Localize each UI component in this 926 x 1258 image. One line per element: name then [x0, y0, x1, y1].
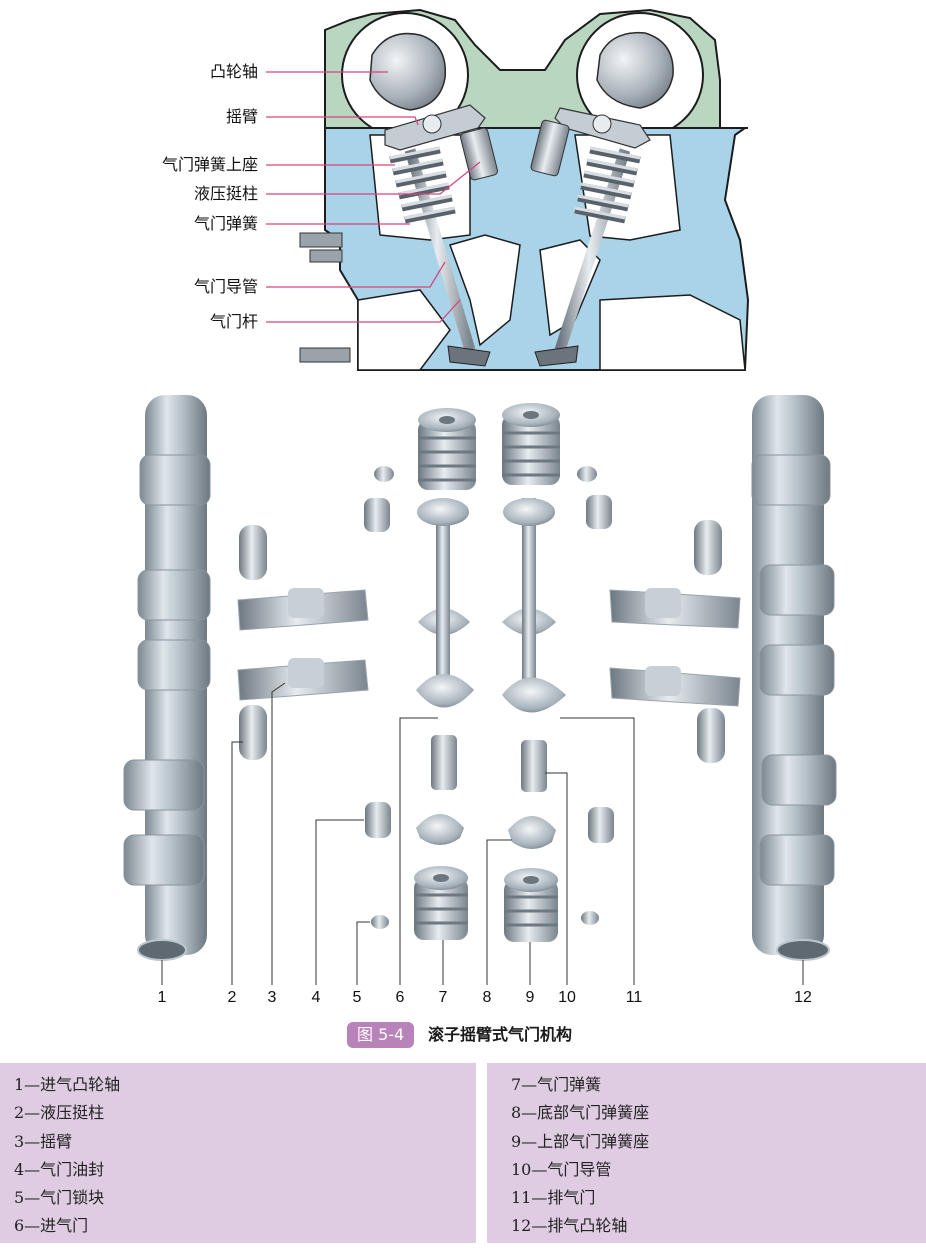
callout-lines	[266, 71, 481, 323]
valve-lock-left	[371, 915, 389, 929]
callout-upper-spring-seat: 气门弹簧上座	[161, 155, 258, 174]
part-number: 3	[267, 989, 277, 1006]
legend-item: 10—气门导管	[511, 1159, 612, 1179]
valve-guides	[431, 735, 547, 792]
intake-cam	[369, 32, 447, 111]
rocker-arms	[237, 588, 741, 707]
legend-item: 1—进气凸轮轴	[14, 1075, 121, 1094]
part-leader-lines	[161, 682, 804, 985]
cylinder-head-cross-section: 凸轮轴 摇臂 气门弹簧上座 液压挺柱 气门弹簧 气门导管 气门杆	[0, 0, 926, 380]
bottom-springs	[414, 866, 558, 942]
callout-valve-stem: 气门杆	[209, 312, 258, 331]
exhaust-cam	[596, 31, 674, 109]
top-springs	[418, 403, 560, 490]
legend-item: 12—排气凸轮轴	[511, 1216, 628, 1236]
valves	[416, 498, 566, 713]
callout-valve-spring: 气门弹簧	[193, 214, 258, 233]
part-number: 7	[438, 989, 448, 1006]
callout-rocker-arm: 摇臂	[225, 107, 258, 126]
legend-item: 2—液压挺柱	[14, 1103, 105, 1123]
part-number: 6	[395, 989, 405, 1006]
part-number: 8	[482, 989, 492, 1006]
legend-item: 6—进气门	[14, 1216, 89, 1236]
legend-item: 8—底部气门弹簧座	[511, 1103, 650, 1123]
legend-column-right: 7—气门弹簧 8—底部气门弹簧座 9—上部气门弹簧座 10—气门导管 11—排气…	[487, 1063, 926, 1243]
legend-item: 5—气门锁块	[14, 1188, 105, 1208]
legend-item: 3—摇臂	[14, 1131, 73, 1151]
callout-camshaft: 凸轮轴	[209, 62, 258, 81]
lower-seals	[365, 802, 614, 849]
exploded-view: 1 2 3 4 5 6 7 8 9 10 11 12	[0, 390, 926, 1015]
part-number: 1	[157, 989, 167, 1006]
figure-caption: 图 5-4 滚子摇臂式气门机构	[0, 1020, 926, 1050]
callout-hydraulic-lifter: 液压挺柱	[193, 184, 258, 203]
parts-legend: 1—进气凸轮轴 2—液压挺柱 3—摇臂 4—气门油封 5—气门锁块 6—进气门 …	[0, 1063, 926, 1258]
exhaust-camshaft	[751, 395, 837, 961]
part-number: 4	[311, 989, 321, 1006]
intake-valve-assembly	[384, 104, 499, 367]
exhaust-valve-assembly	[530, 107, 651, 367]
legend-item: 7—气门弹簧	[511, 1075, 602, 1094]
exploded-view-drawing	[123, 395, 837, 985]
top-small-parts	[364, 466, 612, 532]
valve-lock-right	[581, 911, 599, 925]
intake-camshaft	[123, 395, 211, 961]
legend-column-left: 1—进气凸轮轴 2—液压挺柱 3—摇臂 4—气门油封 5—气门锁块 6—进气门	[0, 1063, 476, 1243]
callout-valve-guide: 气门导管	[193, 277, 258, 296]
legend-item: 11—排气门	[511, 1188, 596, 1208]
legend-item: 9—上部气门弹簧座	[511, 1131, 650, 1151]
part-number: 10	[558, 989, 576, 1006]
part-number: 9	[525, 989, 535, 1006]
part-number: 11	[625, 989, 643, 1006]
legend-item: 4—气门油封	[14, 1159, 105, 1179]
part-number: 5	[352, 989, 362, 1006]
part-number: 12	[794, 989, 812, 1006]
figure-title: 滚子摇臂式气门机构	[428, 1025, 573, 1044]
hydraulic-lifters	[239, 520, 725, 763]
figure-number-badge: 图 5-4	[347, 1022, 415, 1048]
part-number: 2	[227, 989, 237, 1006]
cross-section-drawing	[266, 8, 750, 371]
